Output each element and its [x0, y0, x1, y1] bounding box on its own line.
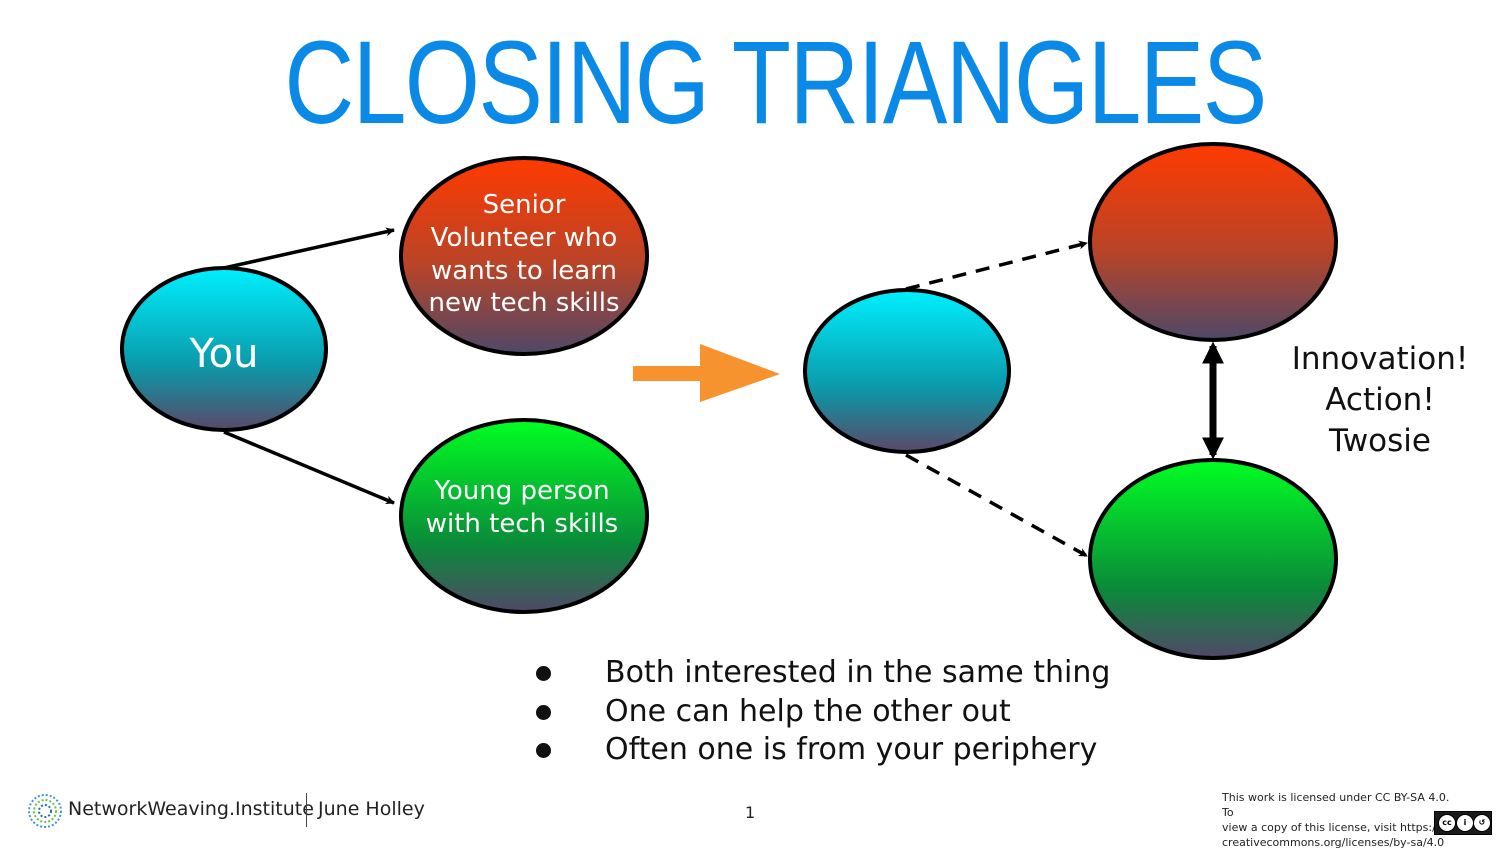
- node-you: You: [120, 266, 328, 432]
- bullet-text: One can help the other out: [605, 693, 1011, 729]
- license-text: This work is licensed under CC BY-SA 4.0…: [1222, 790, 1452, 850]
- footer-author: June Holley: [318, 798, 425, 820]
- node-senior-volunteer: Senior Volunteer who wants to learn new …: [399, 156, 649, 356]
- senior-label-line-1: Senior: [483, 190, 566, 220]
- side-text-line-1: Innovation!: [1292, 341, 1469, 377]
- bullet-text: Both interested in the same thing: [605, 655, 1111, 690]
- dashed-connector-top: [905, 240, 1088, 291]
- bullet-dot-icon: [536, 666, 551, 681]
- node-you-right: [803, 288, 1011, 454]
- connector-you-young: [223, 430, 395, 505]
- senior-label-line-4: new tech skills: [428, 288, 619, 318]
- bullet-item: Both interested in the same thing: [530, 654, 1110, 693]
- network-logo-icon: [28, 794, 62, 828]
- connector-you-senior: [223, 227, 395, 270]
- node-senior-right: [1088, 142, 1338, 342]
- young-label-line-2: with tech skills: [426, 509, 618, 539]
- bullet-item: One can help the other out: [530, 693, 1110, 732]
- young-label-line-1: Young person: [433, 476, 609, 506]
- side-text-line-3: Twosie: [1328, 423, 1431, 459]
- slide-title: CLOSING TRIANGLES: [284, 17, 1267, 149]
- dashed-connector-bottom: [905, 453, 1088, 558]
- node-young-person: Young person with tech skills: [399, 418, 649, 614]
- bullet-text: Often one is from your periphery: [605, 732, 1098, 767]
- license-line: This work is licensed under CC BY-SA 4.0…: [1222, 791, 1450, 819]
- node-you-label: You: [189, 331, 259, 377]
- license-line: creativecommons.org/licenses/by-sa/4.0: [1222, 836, 1445, 849]
- process-arrow-icon: [633, 344, 780, 402]
- footer-divider: [306, 793, 307, 827]
- bullet-dot-icon: [536, 743, 551, 758]
- page-number: 1: [745, 803, 756, 822]
- node-young-right: [1088, 458, 1338, 660]
- cc-by-sa-badge-icon[interactable]: cc i ↺: [1434, 811, 1492, 835]
- senior-label-line-2: Volunteer who: [431, 223, 618, 253]
- senior-label-line-3: wants to learn: [431, 256, 617, 286]
- license-line: view a copy of this license, visit https…: [1222, 821, 1440, 834]
- side-text-line-2: Action!: [1325, 382, 1435, 418]
- bullet-dot-icon: [536, 704, 551, 720]
- bullet-list: Both interested in the same thing One ca…: [530, 654, 1110, 770]
- bullet-item: Often one is from your periphery: [530, 731, 1110, 770]
- footer-org-name: NetworkWeaving.Institute: [68, 798, 314, 820]
